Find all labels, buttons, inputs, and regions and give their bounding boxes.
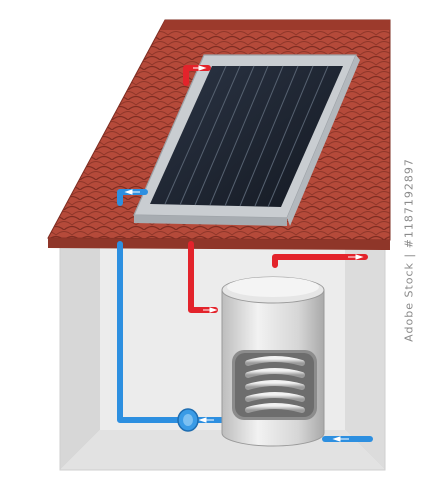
flow-arrows <box>124 65 364 442</box>
circulation-pump-icon <box>177 408 199 432</box>
heat-exchanger-coil-icon <box>232 350 317 420</box>
solar-collector-icon <box>133 54 360 226</box>
stock-id-text: Adobe Stock | #1187192897 <box>402 158 416 342</box>
